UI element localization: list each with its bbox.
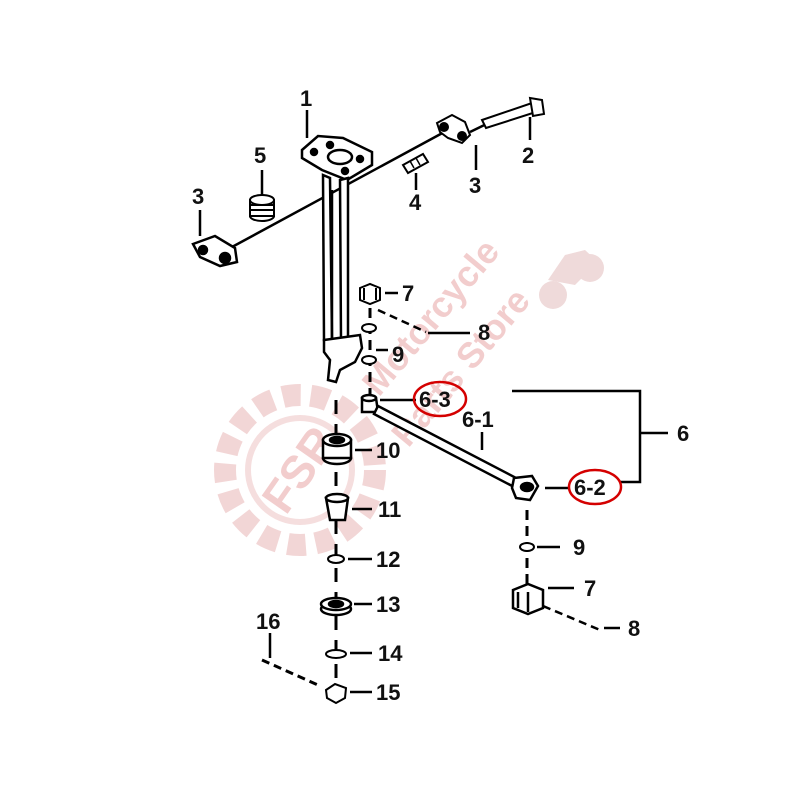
callout-5: 5 <box>254 143 266 168</box>
part-2-bolt <box>480 96 546 130</box>
callout-6-1: 6-1 <box>462 407 494 432</box>
part-9-upper-washer <box>361 323 377 365</box>
callout-13: 13 <box>376 592 400 617</box>
callout-9-upper: 9 <box>392 342 404 367</box>
callout-9-lower: 9 <box>573 535 585 560</box>
part-7-upper-nut <box>359 282 381 306</box>
highlight-ovals <box>412 380 623 506</box>
callout-12: 12 <box>376 547 400 572</box>
part-8-upper-pin-line <box>377 308 427 334</box>
callout-6-2: 6-2 <box>574 475 606 500</box>
part-3-lower-bracket <box>191 234 239 268</box>
highlight-6-3 <box>412 380 468 418</box>
callout-14: 14 <box>378 641 403 666</box>
part-4-pin <box>401 152 430 175</box>
callout-2: 2 <box>522 143 534 168</box>
highlight-6-2 <box>567 468 623 506</box>
watermark-atv-icon <box>539 250 604 309</box>
part-13-ring <box>319 596 353 617</box>
part-12-washer <box>327 554 345 564</box>
callout-8-upper: 8 <box>478 320 490 345</box>
part-5-spring <box>249 194 275 222</box>
watermark: FSR Motorcycle Parts Store <box>214 231 604 556</box>
part-9-lower-washer <box>519 542 535 552</box>
callout-16: 16 <box>256 609 280 634</box>
part-16-pin-line <box>261 658 319 687</box>
leader-lines <box>198 110 620 694</box>
callout-6: 6 <box>677 421 689 446</box>
part-10-bearing <box>321 432 353 466</box>
callout-1: 1 <box>300 86 312 111</box>
callout-6-3: 6-3 <box>419 387 451 412</box>
part-3-upper-bracket <box>435 113 472 145</box>
callout-labels: 1 2 3 4 5 3 7 8 9 6-3 6-1 6 6-2 10 11 12… <box>192 86 689 705</box>
watermark-gear-icon <box>214 384 386 556</box>
callout-4: 4 <box>409 190 422 215</box>
part-15-nut <box>324 682 348 705</box>
callout-3-upper: 3 <box>469 173 481 198</box>
part-14-washer <box>325 649 347 659</box>
part-6-tie-rod <box>360 393 540 502</box>
callout-11: 11 <box>378 497 401 522</box>
callout-3-lower: 3 <box>192 184 204 209</box>
group-6-bracket <box>512 389 668 484</box>
part-7-lower-nut <box>511 582 545 616</box>
part-1-steering-column <box>300 134 374 384</box>
part-11-bushing <box>324 492 350 522</box>
callout-7-lower: 7 <box>584 576 596 601</box>
part-8-lower-pin-line <box>542 604 601 632</box>
callout-10: 10 <box>376 438 400 463</box>
callout-7-upper: 7 <box>402 281 414 306</box>
callout-15: 15 <box>376 680 400 705</box>
callout-8-lower: 8 <box>628 616 640 641</box>
